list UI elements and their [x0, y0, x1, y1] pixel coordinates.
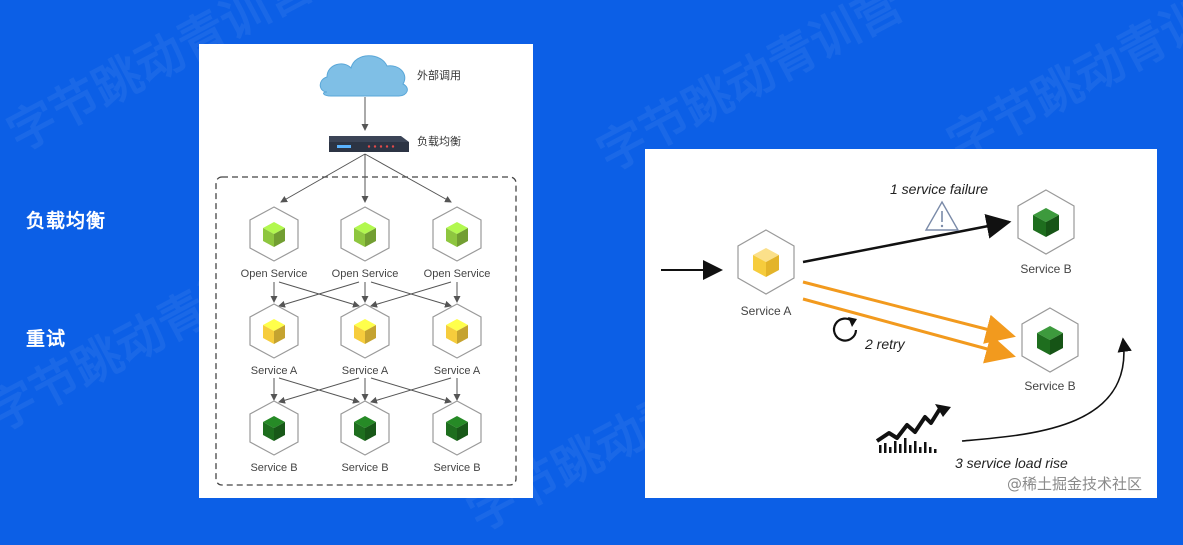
- external-call-label: 外部调用: [417, 68, 461, 82]
- service-a-label: Service A: [741, 304, 792, 318]
- service-b-bottom-node: [1021, 307, 1079, 373]
- service-cluster-boundary: [215, 176, 517, 486]
- service-node-label: Service B: [341, 462, 388, 474]
- cloud-icon: [319, 55, 408, 97]
- service-node: [432, 206, 482, 262]
- service-node-label: Service B: [250, 462, 297, 474]
- service-b-top-label: Service B: [1020, 262, 1071, 276]
- service-nodes: Open Service Open Service Open ServiceServ…: [241, 206, 491, 474]
- service-node-label: Service A: [434, 365, 481, 377]
- load-rise-arrow: [961, 337, 1132, 442]
- retry-icon: [832, 317, 858, 342]
- cube-icon: [354, 319, 376, 344]
- cube-icon: [354, 222, 376, 247]
- service-node: [340, 400, 390, 456]
- service-b-top-node: [1017, 189, 1075, 255]
- footer-watermark: @稀土掘金技术社区: [1007, 475, 1143, 493]
- service-node: [340, 303, 390, 359]
- arrow: [280, 153, 366, 203]
- service-node-label: Open Service: [241, 268, 308, 280]
- service-b-cube-icon: [1037, 326, 1063, 355]
- load-rise-chart-icon: [875, 404, 951, 453]
- retry-arrow-1: [802, 280, 1016, 344]
- cube-icon: [354, 416, 376, 441]
- service-b-bottom-label: Service B: [1024, 379, 1075, 393]
- load-balancer-icon: [329, 136, 409, 152]
- retry-diagram: Service A Service B Service B 1 service …: [645, 149, 1157, 498]
- service-node: [340, 206, 390, 262]
- service-node-label: Service A: [342, 365, 389, 377]
- service-node: [432, 303, 482, 359]
- cube-icon: [446, 416, 468, 441]
- mesh-arrows-1: [270, 281, 461, 308]
- service-node: [249, 206, 299, 262]
- service-node: [249, 303, 299, 359]
- label-load-balance: 负载均衡: [26, 210, 107, 232]
- step3-label: 3 service load rise: [955, 455, 1068, 471]
- warning-icon: [924, 200, 960, 231]
- load-balance-diagram: 外部调用 负载均衡: [199, 44, 533, 498]
- mesh-arrows-2: [270, 377, 461, 404]
- retry-svg: Service A Service B Service B 1 service …: [661, 181, 1132, 471]
- service-node-label: Service B: [433, 462, 480, 474]
- cube-icon: [446, 319, 468, 344]
- service-node-label: Open Service: [332, 268, 399, 280]
- cube-icon: [446, 222, 468, 247]
- label-retry: 重试: [26, 328, 67, 350]
- retry-arrow-2: [802, 297, 1016, 364]
- step2-label: 2 retry: [864, 336, 906, 352]
- arrow: [364, 153, 452, 203]
- step1-label: 1 service failure: [890, 181, 988, 197]
- service-a-node: [737, 229, 795, 295]
- load-balancer-label: 负载均衡: [417, 134, 461, 148]
- load-balance-svg: 外部调用 负载均衡: [215, 55, 517, 486]
- service-a-cube-icon: [753, 248, 779, 277]
- service-node-label: Service A: [251, 365, 298, 377]
- service-b-cube-icon: [1033, 208, 1059, 237]
- cube-icon: [263, 416, 285, 441]
- service-node-label: Open Service: [424, 268, 491, 280]
- failure-arrow: [802, 214, 1012, 264]
- service-node: [249, 400, 299, 456]
- cube-icon: [263, 222, 285, 247]
- cube-icon: [263, 319, 285, 344]
- service-node: [432, 400, 482, 456]
